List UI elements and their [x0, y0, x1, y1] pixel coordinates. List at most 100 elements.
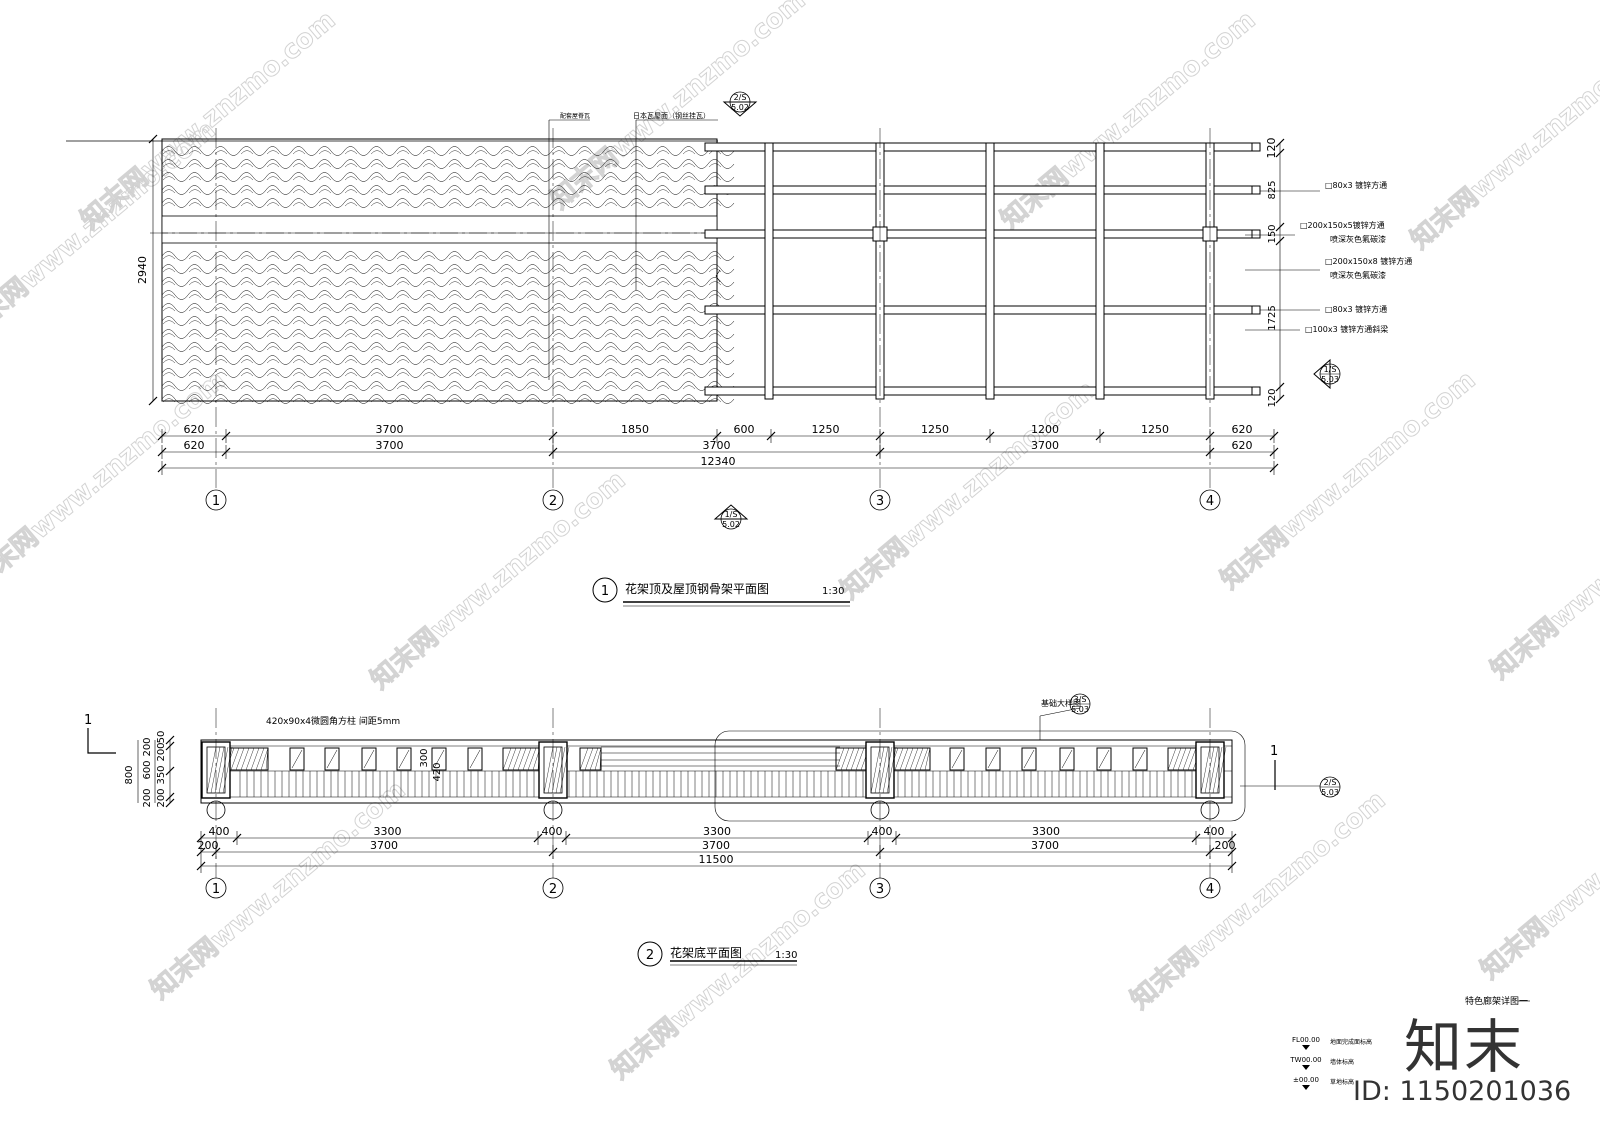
dimension-lines-plan1	[148, 134, 1285, 475]
brand-logo: 知末	[1404, 1013, 1525, 1081]
end-block-hatch	[512, 747, 522, 771]
tile-roof-outline	[161, 138, 718, 402]
column-hatch	[218, 746, 229, 794]
frame-beam	[704, 229, 1253, 239]
dim-tick	[1205, 847, 1215, 857]
label-roof-tile: 日本瓦屋面（钢丝挂瓦）	[633, 111, 710, 120]
dim-tick	[548, 447, 558, 457]
dim-tick	[1205, 431, 1215, 441]
ref-bottom: 5.03	[1321, 788, 1339, 797]
dim-tick	[1227, 861, 1237, 871]
tile-row	[161, 342, 735, 352]
dim-tick	[1269, 431, 1279, 441]
axis-label: 2	[549, 882, 557, 897]
column-hatch	[547, 746, 558, 794]
axis-label: 2	[549, 494, 557, 509]
end-block-hatch	[835, 747, 845, 771]
note-6: □80x3 镀锌方通	[1325, 304, 1387, 314]
ref-top: 1/S	[1324, 365, 1337, 374]
tile-row	[161, 198, 735, 208]
base-outline	[200, 739, 1233, 804]
frame-beam-end	[1251, 305, 1261, 315]
axis-bubble	[1199, 877, 1221, 899]
dim-tick	[1191, 833, 1201, 843]
dim-tick	[548, 847, 558, 857]
column-hatch	[543, 746, 554, 794]
dim-text-total: 11500	[699, 853, 734, 866]
end-block-hatch	[1182, 747, 1192, 771]
ref-bottom: 5.03	[1071, 705, 1089, 714]
dim-tick	[766, 431, 776, 441]
note-1: □80x3 镀锌方通	[1325, 180, 1387, 190]
frame-rafter	[985, 142, 995, 400]
cut-mark-left	[87, 728, 116, 754]
left-dim-b3: 200	[142, 788, 153, 807]
watermark-text: 知末网www.znzmo.com	[75, 5, 341, 235]
frame-beam	[704, 305, 1253, 315]
dim-text: 400	[209, 825, 230, 838]
axis-bubble	[542, 877, 564, 899]
dim-tick	[548, 431, 558, 441]
tile-row-inner	[162, 150, 722, 155]
column-hatch	[206, 746, 217, 794]
axis-bubble	[869, 877, 891, 899]
dim-tick	[232, 833, 242, 843]
break-mark	[715, 269, 721, 283]
height-dim-tick	[148, 396, 158, 406]
legend-title: 特色廊架详图一	[1465, 995, 1528, 1007]
dim-tick	[196, 861, 206, 871]
column-hatch	[1204, 746, 1215, 794]
column-hatch	[874, 746, 885, 794]
tile-row-inner	[162, 307, 722, 312]
tile-row	[161, 172, 735, 182]
side-dim-tick	[1275, 222, 1285, 232]
axis-label: 3	[876, 882, 884, 897]
side-dim-4: 1725	[1267, 305, 1278, 330]
end-block-hatch	[594, 747, 602, 771]
side-dim-tick	[1275, 138, 1285, 148]
note-2: □200x150x5镀锌方通	[1300, 220, 1385, 230]
ref-arrow	[722, 101, 758, 117]
post-hatch	[469, 749, 481, 769]
side-dim-tick	[1275, 148, 1285, 158]
dim-text: 3700	[370, 839, 398, 852]
column-hatch	[551, 746, 562, 794]
legend-level-marker	[1302, 1065, 1310, 1070]
post-hatch	[1098, 749, 1110, 769]
ref-bottom: 5.03	[1321, 375, 1339, 384]
dim-text: 1250	[1141, 423, 1169, 436]
end-block-hatch	[260, 747, 269, 771]
end-block-hatch	[250, 747, 260, 771]
watermark-text: 知末网www.znzmo.com	[605, 855, 871, 1085]
tile-row	[161, 329, 735, 339]
dim-text: 620	[184, 439, 205, 452]
watermark-text: 知末网www.znzmo.com	[365, 465, 631, 695]
end-block-hatch	[850, 747, 860, 771]
tile-row-inner	[162, 294, 722, 299]
watermark-text: 知末网www.znzmo.com	[0, 365, 231, 595]
steel-frame	[704, 142, 1261, 400]
plan1-height-dim: 2940	[136, 256, 149, 284]
axis-label: 1	[212, 494, 220, 509]
legend-code: TW00.00	[1289, 1056, 1321, 1064]
end-block-hatch	[1167, 747, 1177, 771]
side-dim-2: 825	[1267, 180, 1278, 199]
legend-desc: 墙体标高	[1330, 1058, 1354, 1066]
roof-plan	[66, 119, 1285, 488]
left-dim-tick	[165, 792, 175, 802]
title1-number: 1	[601, 584, 609, 599]
watermark-text: 知末网www.znzmo.com	[1405, 25, 1600, 255]
end-block	[579, 747, 602, 771]
note-5: 喷深灰色氟碳漆	[1330, 270, 1386, 280]
axis-label: 1	[212, 882, 220, 897]
end-block-hatch	[230, 747, 240, 771]
dim-text: 400	[1204, 825, 1225, 838]
tile-row-inner	[162, 189, 722, 194]
side-dim-3: 150	[1267, 224, 1278, 243]
label-stone-posts: 420x90x4微圆角方柱 间距5mm	[266, 715, 400, 727]
dim-text: 3300	[703, 825, 731, 838]
section-reference: 1/S5.03	[1313, 358, 1341, 390]
